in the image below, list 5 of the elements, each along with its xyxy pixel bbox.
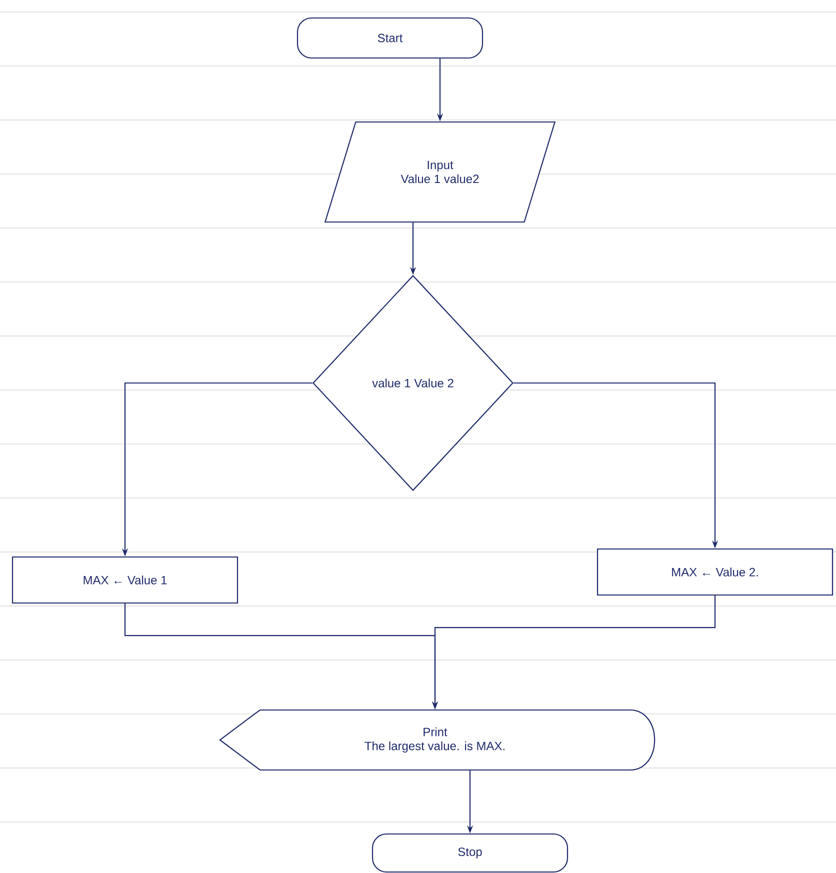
process-box: MAX ← Value 2. [596, 548, 834, 596]
terminal-box: Stop [372, 833, 568, 873]
terminal-box: Start [296, 17, 484, 59]
display-box: Print The largest value. is MAX. [219, 709, 656, 771]
process-box: MAX ← Value 1 [12, 556, 238, 604]
